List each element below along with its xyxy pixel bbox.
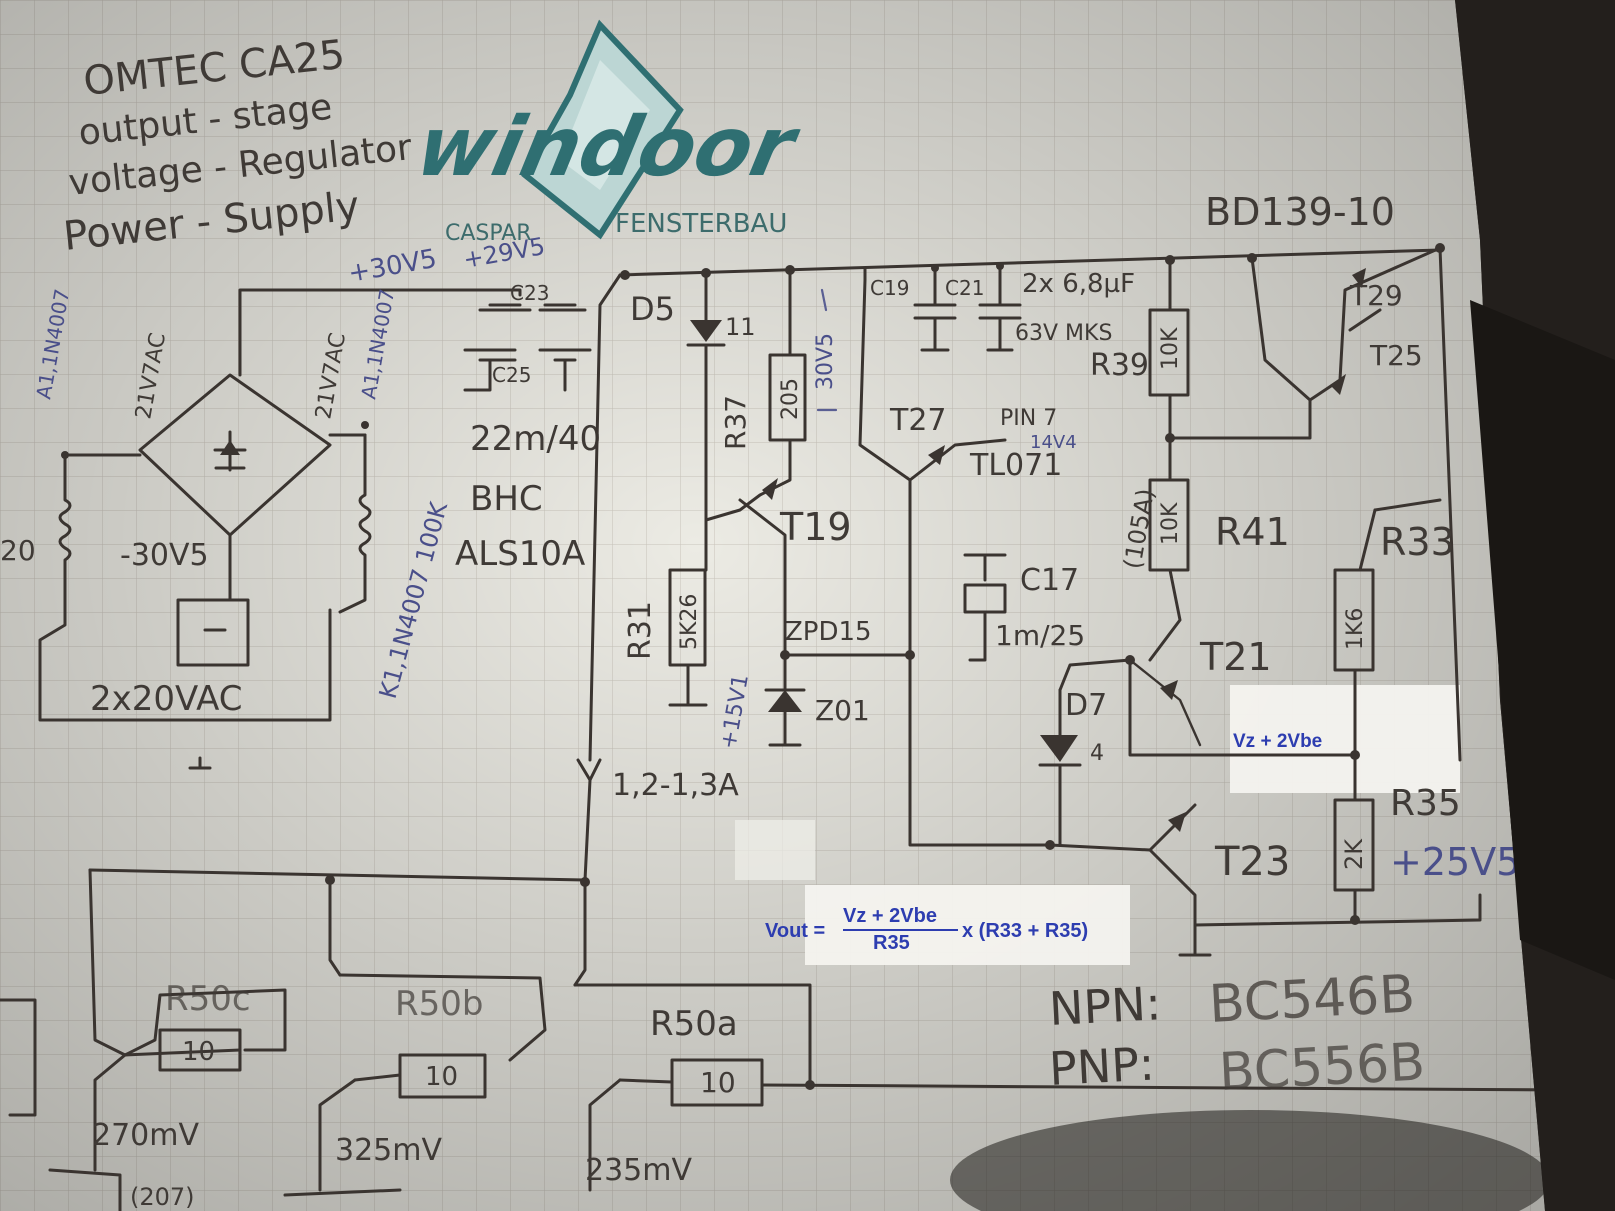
- r37-label: R37: [719, 395, 752, 450]
- logo-right-tag: FENSTERBAU: [615, 209, 787, 239]
- zener-diode: [768, 690, 802, 712]
- c23-label: C23: [510, 281, 549, 305]
- ground-block: [176, 598, 250, 667]
- c17-label: C17: [1020, 563, 1079, 598]
- c19-21-value: 2x 6,8µF: [1022, 269, 1135, 299]
- mv-c-label: 270mV: [92, 1118, 199, 1153]
- regulator-section: D5 11 205 R37 30V5 T19 5K26 R31 ZPD15 Z0…: [576, 190, 1520, 957]
- r33-value: 1K6: [1343, 608, 1368, 650]
- t29-label: T29: [1349, 279, 1403, 312]
- zener-label: ZPD15: [785, 617, 872, 647]
- c17-value: 1m/25: [995, 619, 1085, 652]
- t23-label: T23: [1214, 839, 1290, 885]
- r33-label: R33: [1380, 520, 1455, 564]
- formula-numerator: Vz + 2Vbe: [843, 905, 937, 927]
- winding-left-label: 20: [0, 534, 36, 567]
- c19-21-type: 63V MKS: [1015, 321, 1112, 346]
- d5-diode: [690, 320, 722, 342]
- r50a-value: 10: [700, 1066, 736, 1099]
- c25-label: C25: [492, 363, 531, 387]
- d5-num-label: 11: [725, 313, 756, 341]
- r-bottom-label: (207): [130, 1183, 195, 1211]
- d5-label: D5: [630, 290, 675, 328]
- npn-type: BC546B: [1208, 964, 1417, 1035]
- t19-label: T19: [779, 505, 852, 549]
- d7-label: D7: [1065, 688, 1107, 723]
- bulk-type-label: BHC: [470, 479, 543, 519]
- transformer-label: 2x20VAC: [90, 679, 243, 719]
- formula-denominator: R35: [873, 932, 910, 954]
- tl071-label: TL071: [969, 448, 1062, 483]
- d7-num: 4: [1090, 741, 1104, 766]
- mv-b-label: 325mV: [335, 1133, 442, 1168]
- formula-annotations: Vz + 2Vbe Vout = Vz + 2Vbe R35 x (R33 + …: [765, 731, 1322, 954]
- pnp-label: PNP:: [1048, 1037, 1156, 1096]
- t25-label: T25: [1369, 339, 1423, 372]
- r35-value: 2K: [1340, 838, 1368, 870]
- r35-label: R35: [1390, 783, 1461, 824]
- logo-brand: windoor: [409, 99, 808, 195]
- bulk-value-label: 22m/40: [470, 419, 601, 459]
- vout-label: +25V5: [1390, 840, 1520, 884]
- vz-label: Vz + 2Vbe: [1233, 731, 1322, 752]
- r50b-value: 10: [425, 1062, 458, 1092]
- r37-value: 205: [778, 378, 803, 420]
- formula-lhs: Vout =: [765, 920, 825, 942]
- r50c-label: R50c: [165, 979, 251, 1019]
- r31-label: R31: [623, 601, 658, 660]
- pin7-voltage: 14V4: [1030, 432, 1077, 453]
- bd-label: BD139-10: [1205, 190, 1395, 234]
- r50c-value: 10: [182, 1037, 215, 1067]
- r50b-label: R50b: [395, 984, 483, 1024]
- formula-rhs: x (R33 + R35): [962, 920, 1088, 942]
- pin7-label: PIN 7: [1000, 406, 1057, 431]
- c19-label: C19: [870, 276, 909, 300]
- r37-resistor: [768, 353, 807, 442]
- mv-a-label: 235mV: [585, 1153, 692, 1188]
- v-neg-label: -30V5: [120, 538, 209, 573]
- r31-value: 5K26: [677, 594, 702, 650]
- pnp-type: BC556B: [1218, 1032, 1427, 1103]
- d7-diode: [1040, 735, 1078, 762]
- r37-voltage: 30V5: [813, 333, 838, 390]
- c21-label: C21: [945, 276, 984, 300]
- r50a-label: R50a: [650, 1004, 738, 1044]
- transistor-types: NPN: BC546B PNP: BC556B: [1048, 964, 1427, 1103]
- r39-label: R39: [1090, 348, 1149, 383]
- t21-label: T21: [1199, 635, 1272, 679]
- r39-value: 10K: [1158, 327, 1183, 370]
- windoor-logo: windoor CASPAR FENSTERBAU: [409, 19, 808, 246]
- r41-label: R41: [1215, 510, 1290, 554]
- npn-label: NPN:: [1048, 976, 1163, 1036]
- logo-left-tag: CASPAR: [445, 221, 532, 246]
- r41-value: 10K: [1158, 502, 1183, 545]
- zener-ref: Z01: [815, 694, 870, 727]
- output-stage: R50c R50b R50a 10 10 10 270mV 325mV 235m…: [0, 778, 1562, 1211]
- bulk-series-label: ALS10A: [455, 534, 585, 574]
- bulk-caps: C23 C25 22m/40 BHC ALS10A: [455, 281, 601, 574]
- current-label: 1,2-1,3A: [612, 768, 739, 803]
- t27-label: T27: [889, 403, 947, 438]
